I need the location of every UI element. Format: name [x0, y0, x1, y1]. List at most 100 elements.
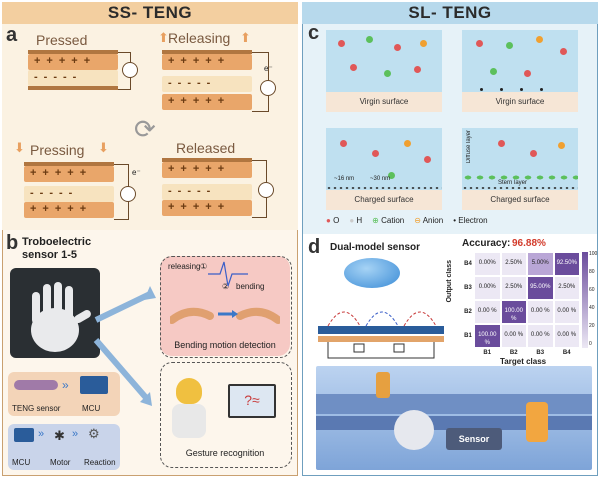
- matrix-cell: 0.00 %: [527, 324, 554, 348]
- plate-negative: -----: [162, 184, 252, 200]
- ammeter-icon: [120, 186, 136, 202]
- oxygen-dot: [350, 64, 357, 71]
- plate-positive: +++++: [162, 162, 252, 178]
- stern-layer-cations: [462, 174, 578, 181]
- ammeter-icon: [260, 80, 276, 96]
- colorbar: [582, 252, 588, 348]
- panel-c-legend: ● O ● H ⊕ Cation ⊖ Anion • Electron: [326, 216, 488, 225]
- robot-icon: ⚙: [88, 426, 100, 441]
- panel-a-label: a: [6, 24, 18, 46]
- glove-photo: [10, 268, 100, 358]
- mcu2-label: MCU: [12, 458, 31, 467]
- bending-detection-box: [160, 256, 290, 356]
- releasing-text: releasing: [168, 262, 201, 271]
- up-arrow-icon: ⬆: [158, 30, 169, 45]
- matrix-cell: 0.00%: [474, 276, 501, 300]
- cation-dot: [388, 172, 395, 179]
- robot-arm-icon: [526, 402, 548, 442]
- worker-figure: [394, 410, 434, 450]
- robot-arm-icon: [376, 372, 390, 398]
- ss-teng-header: SS- TENG: [2, 2, 298, 24]
- arrow-icon: »: [62, 378, 69, 392]
- plate-positive: +++++: [162, 54, 252, 70]
- gesture-recognition-label: Gesture recognition: [185, 448, 265, 458]
- target-class-title: Target class: [500, 357, 547, 366]
- mcu-board-icon: [14, 428, 34, 442]
- virgin-surface-label: Virgin surface: [462, 92, 578, 112]
- oxygen-dot: [372, 150, 379, 157]
- bending-detection-border: [160, 256, 292, 358]
- oxygen-dot: [340, 140, 347, 147]
- cation-dot: [366, 36, 373, 43]
- legend-hydrogen: ● H: [349, 216, 363, 225]
- column-label: B2: [509, 350, 518, 356]
- electrode-top: [162, 50, 252, 54]
- plate-electrode-positive: +++++: [162, 200, 252, 216]
- arrow-icon: »: [72, 428, 79, 440]
- worker-body-icon: [172, 404, 206, 438]
- down-arrow-icon: ⬇: [14, 140, 25, 155]
- matrix-cell: 0.00 %: [474, 300, 501, 324]
- arrow-icon: »: [38, 428, 45, 440]
- ammeter-icon: [122, 62, 138, 78]
- matrix-cell: 5.00%: [527, 252, 554, 276]
- panel-d-label: d: [308, 236, 321, 258]
- teng-sensor-label: TENG sensor: [12, 404, 61, 413]
- cation-dot: [490, 68, 497, 75]
- confusion-matrix: 0.00%2.50%5.00%92.50%0.00%2.50%95.00%2.5…: [474, 252, 580, 348]
- oxygen-dot: [424, 156, 431, 163]
- hands-illustration: [168, 304, 282, 326]
- reaction-label: Reaction: [84, 458, 116, 467]
- electrode-top: [24, 162, 114, 166]
- plate-negative: -----: [162, 76, 252, 92]
- panel-c-label: c: [308, 22, 320, 44]
- down-arrow-icon: ⬇: [98, 140, 109, 155]
- mcu-label: MCU: [82, 404, 101, 413]
- row-label: B4: [464, 261, 472, 267]
- sl-teng-header: SL- TENG: [302, 2, 598, 24]
- cation-dot: [506, 42, 513, 49]
- output-class-title: Output class: [446, 260, 453, 303]
- virgin-surface-label: Virgin surface: [326, 92, 442, 112]
- matrix-cell: 0.00 %: [500, 324, 527, 348]
- anion-dot: [536, 36, 543, 43]
- matrix-cell: 95.00%: [527, 276, 554, 300]
- row-label: B1: [464, 333, 472, 339]
- plate-electrode-positive: +++++: [162, 94, 252, 110]
- pressing-title: Pressing: [30, 142, 85, 158]
- colorbar-tick: 80: [589, 269, 595, 275]
- pressed-title: Pressed: [36, 32, 88, 48]
- electron-dot: [480, 88, 483, 91]
- electron-dot: [540, 88, 543, 91]
- plate-positive: +++++: [28, 54, 118, 70]
- plate-negative: -----: [28, 70, 118, 86]
- step1-label: ①: [200, 262, 208, 271]
- bending-detection-label: Bending motion detection: [174, 340, 276, 350]
- worker-head-icon: [176, 378, 202, 404]
- column-label: B1: [483, 350, 492, 356]
- droplet-icon: [344, 258, 400, 288]
- row-label: B2: [464, 309, 472, 315]
- monitor-icon: ?≈: [228, 384, 276, 418]
- legend-anion: ⊖ Anion: [414, 216, 444, 225]
- plate-electrode-positive: +++++: [24, 202, 114, 218]
- electrode-bottom: [28, 86, 118, 90]
- legend-electron: • Electron: [453, 216, 488, 225]
- glove-icon: [31, 282, 91, 352]
- anion-dot: [420, 40, 427, 47]
- anion-dot: [404, 140, 411, 147]
- legend-cation: ⊕ Cation: [372, 216, 405, 225]
- factory-scene: Sensor: [316, 366, 592, 470]
- accuracy-value: 96.88%: [512, 238, 546, 249]
- dual-model-title: Dual-model sensor: [330, 242, 421, 253]
- matrix-cell: 92.50%: [553, 252, 580, 276]
- column-label: B3: [536, 350, 545, 356]
- electron-row: [462, 186, 578, 190]
- ammeter-icon: [258, 182, 274, 198]
- up-arrow-icon: ⬆: [240, 30, 251, 45]
- teng-sensor-strip: [14, 380, 58, 390]
- colorbar-tick: 100: [589, 251, 598, 257]
- water-region: [326, 128, 442, 190]
- oxygen-dot: [560, 48, 567, 55]
